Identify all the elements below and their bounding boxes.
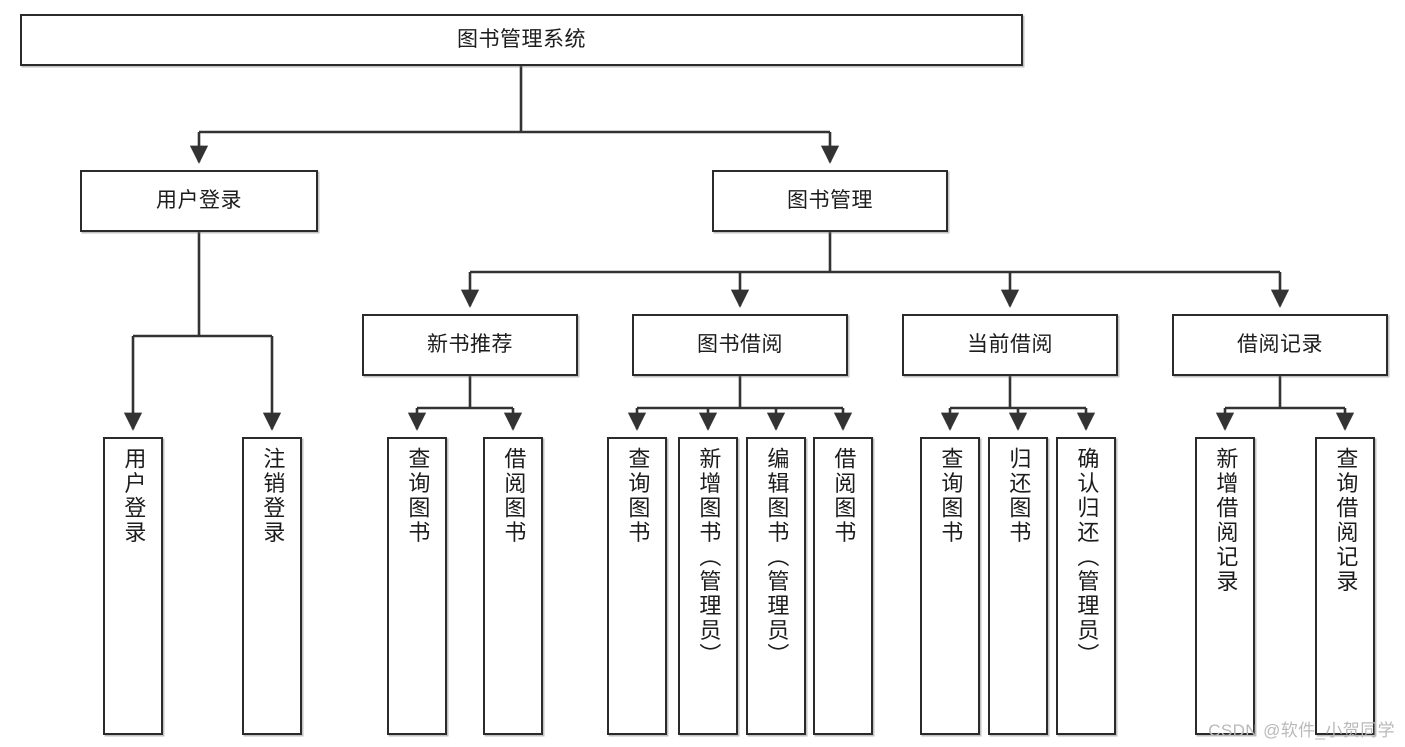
node-user-login-label: 用户登录 <box>156 188 242 212</box>
node-leaf-confirm-return-admin-label: 确认归还（管理员） <box>1074 447 1100 668</box>
node-leaf-query-book-borrow-label: 查询图书 <box>625 447 651 545</box>
node-leaf-query-book-current[interactable]: 查询图书 <box>920 437 980 735</box>
node-leaf-user-login-label: 用户登录 <box>121 447 147 545</box>
node-book-management[interactable]: 图书管理 <box>712 170 948 232</box>
node-book-borrow-label: 图书借阅 <box>697 332 783 356</box>
node-leaf-add-borrow-record[interactable]: 新增借阅记录 <box>1195 437 1255 735</box>
node-leaf-add-borrow-record-label: 新增借阅记录 <box>1213 447 1239 594</box>
node-new-book-recommend[interactable]: 新书推荐 <box>362 314 578 376</box>
node-current-borrow[interactable]: 当前借阅 <box>902 314 1118 376</box>
node-leaf-query-book-recommend-label: 查询图书 <box>405 447 431 545</box>
node-leaf-user-login[interactable]: 用户登录 <box>103 437 163 735</box>
node-borrow-record-label: 借阅记录 <box>1237 332 1323 356</box>
node-root[interactable]: 图书管理系统 <box>20 14 1023 66</box>
node-leaf-logout[interactable]: 注销登录 <box>242 437 302 735</box>
node-user-login[interactable]: 用户登录 <box>80 170 318 232</box>
node-book-borrow[interactable]: 图书借阅 <box>632 314 848 376</box>
node-leaf-borrow-book-label: 借阅图书 <box>831 447 857 545</box>
watermark-text: CSDN @软件_小贺同学 <box>1208 721 1395 740</box>
node-leaf-edit-book-admin-label: 编辑图书（管理员） <box>764 447 790 668</box>
node-leaf-query-book-current-label: 查询图书 <box>938 447 964 545</box>
node-leaf-edit-book-admin[interactable]: 编辑图书（管理员） <box>746 437 806 735</box>
node-leaf-query-book-borrow[interactable]: 查询图书 <box>607 437 667 735</box>
node-borrow-record[interactable]: 借阅记录 <box>1172 314 1388 376</box>
node-leaf-query-borrow-record[interactable]: 查询借阅记录 <box>1315 437 1375 735</box>
node-leaf-confirm-return-admin[interactable]: 确认归还（管理员） <box>1056 437 1116 735</box>
node-leaf-return-book-label: 归还图书 <box>1006 447 1032 545</box>
node-leaf-borrow-book-recommend[interactable]: 借阅图书 <box>483 437 543 735</box>
node-leaf-borrow-book-recommend-label: 借阅图书 <box>501 447 527 545</box>
node-leaf-add-book-admin-label: 新增图书（管理员） <box>696 447 722 668</box>
node-leaf-return-book[interactable]: 归还图书 <box>988 437 1048 735</box>
node-leaf-logout-label: 注销登录 <box>260 447 286 545</box>
node-new-book-recommend-label: 新书推荐 <box>427 332 513 356</box>
node-root-label: 图书管理系统 <box>457 27 586 51</box>
node-leaf-add-book-admin[interactable]: 新增图书（管理员） <box>678 437 738 735</box>
node-leaf-borrow-book[interactable]: 借阅图书 <box>813 437 873 735</box>
node-leaf-query-book-recommend[interactable]: 查询图书 <box>387 437 447 735</box>
node-leaf-query-borrow-record-label: 查询借阅记录 <box>1333 447 1359 594</box>
node-current-borrow-label: 当前借阅 <box>967 332 1053 356</box>
node-book-management-label: 图书管理 <box>787 188 873 212</box>
